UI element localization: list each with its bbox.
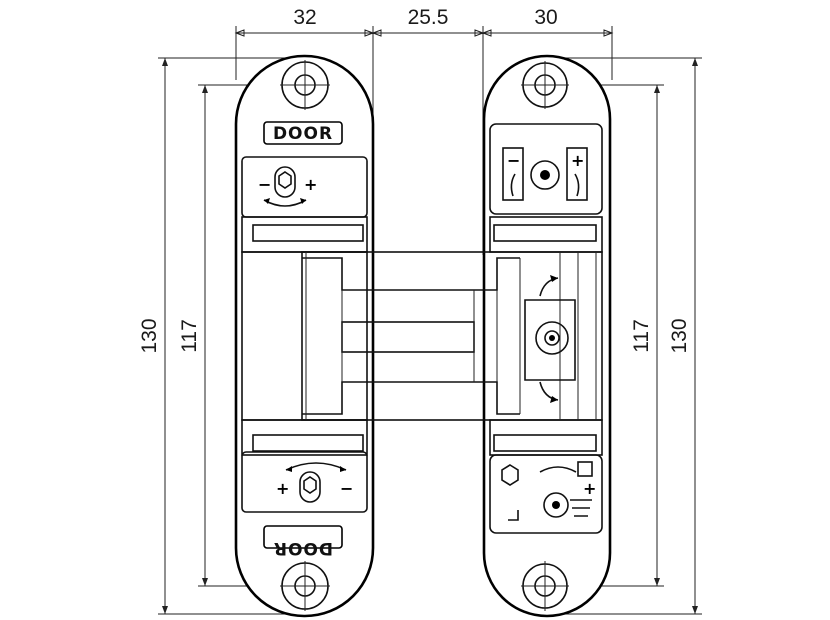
minus-symbol-left-bottom: − bbox=[340, 479, 353, 498]
door-text-top: DOOR bbox=[273, 124, 333, 144]
central-hinge-body bbox=[301, 251, 603, 421]
dim-overall-height-left: 130 bbox=[138, 318, 161, 353]
right-top-slot bbox=[493, 224, 597, 242]
left-top-slot bbox=[252, 224, 364, 242]
right-bottom-screw-hole bbox=[521, 561, 569, 611]
minus-symbol-left-top: − bbox=[258, 175, 271, 194]
left-bottom-depth-adjuster: + − bbox=[276, 462, 353, 503]
lateral-adjuster bbox=[524, 275, 576, 403]
left-bottom-slot bbox=[252, 434, 364, 452]
dim-hole-spacing-left: 117 bbox=[178, 319, 201, 352]
right-top-height-adjuster: − + bbox=[502, 147, 588, 201]
left-top-screw-hole bbox=[280, 60, 330, 110]
left-bottom-screw-hole bbox=[280, 561, 330, 611]
door-label-bottom: DOOR bbox=[263, 525, 343, 558]
dim-right-plate-width: 30 bbox=[534, 6, 557, 29]
dim-hole-spacing-right: 117 bbox=[630, 319, 653, 352]
right-hinge-plate bbox=[482, 54, 612, 618]
minus-symbol-right-top: − bbox=[507, 151, 520, 170]
left-hinge-plate bbox=[234, 54, 375, 618]
right-top-screw-hole bbox=[521, 61, 569, 109]
door-text-bottom: DOOR bbox=[273, 538, 333, 558]
right-bottom-slot bbox=[493, 434, 597, 452]
door-label-top: DOOR bbox=[263, 121, 343, 145]
left-top-depth-adjuster: − + bbox=[258, 166, 317, 207]
dim-left-plate-width: 32 bbox=[293, 6, 316, 29]
right-bottom-width-adjuster: + bbox=[501, 461, 596, 521]
plus-symbol-right-bottom: + bbox=[583, 479, 596, 498]
plus-symbol-right-top: + bbox=[571, 151, 584, 170]
dim-overall-height-right: 130 bbox=[668, 318, 691, 353]
plus-symbol-left-top: + bbox=[304, 175, 317, 194]
dim-gap-width: 25.5 bbox=[408, 6, 449, 29]
plus-symbol-left-bottom: + bbox=[276, 479, 289, 498]
